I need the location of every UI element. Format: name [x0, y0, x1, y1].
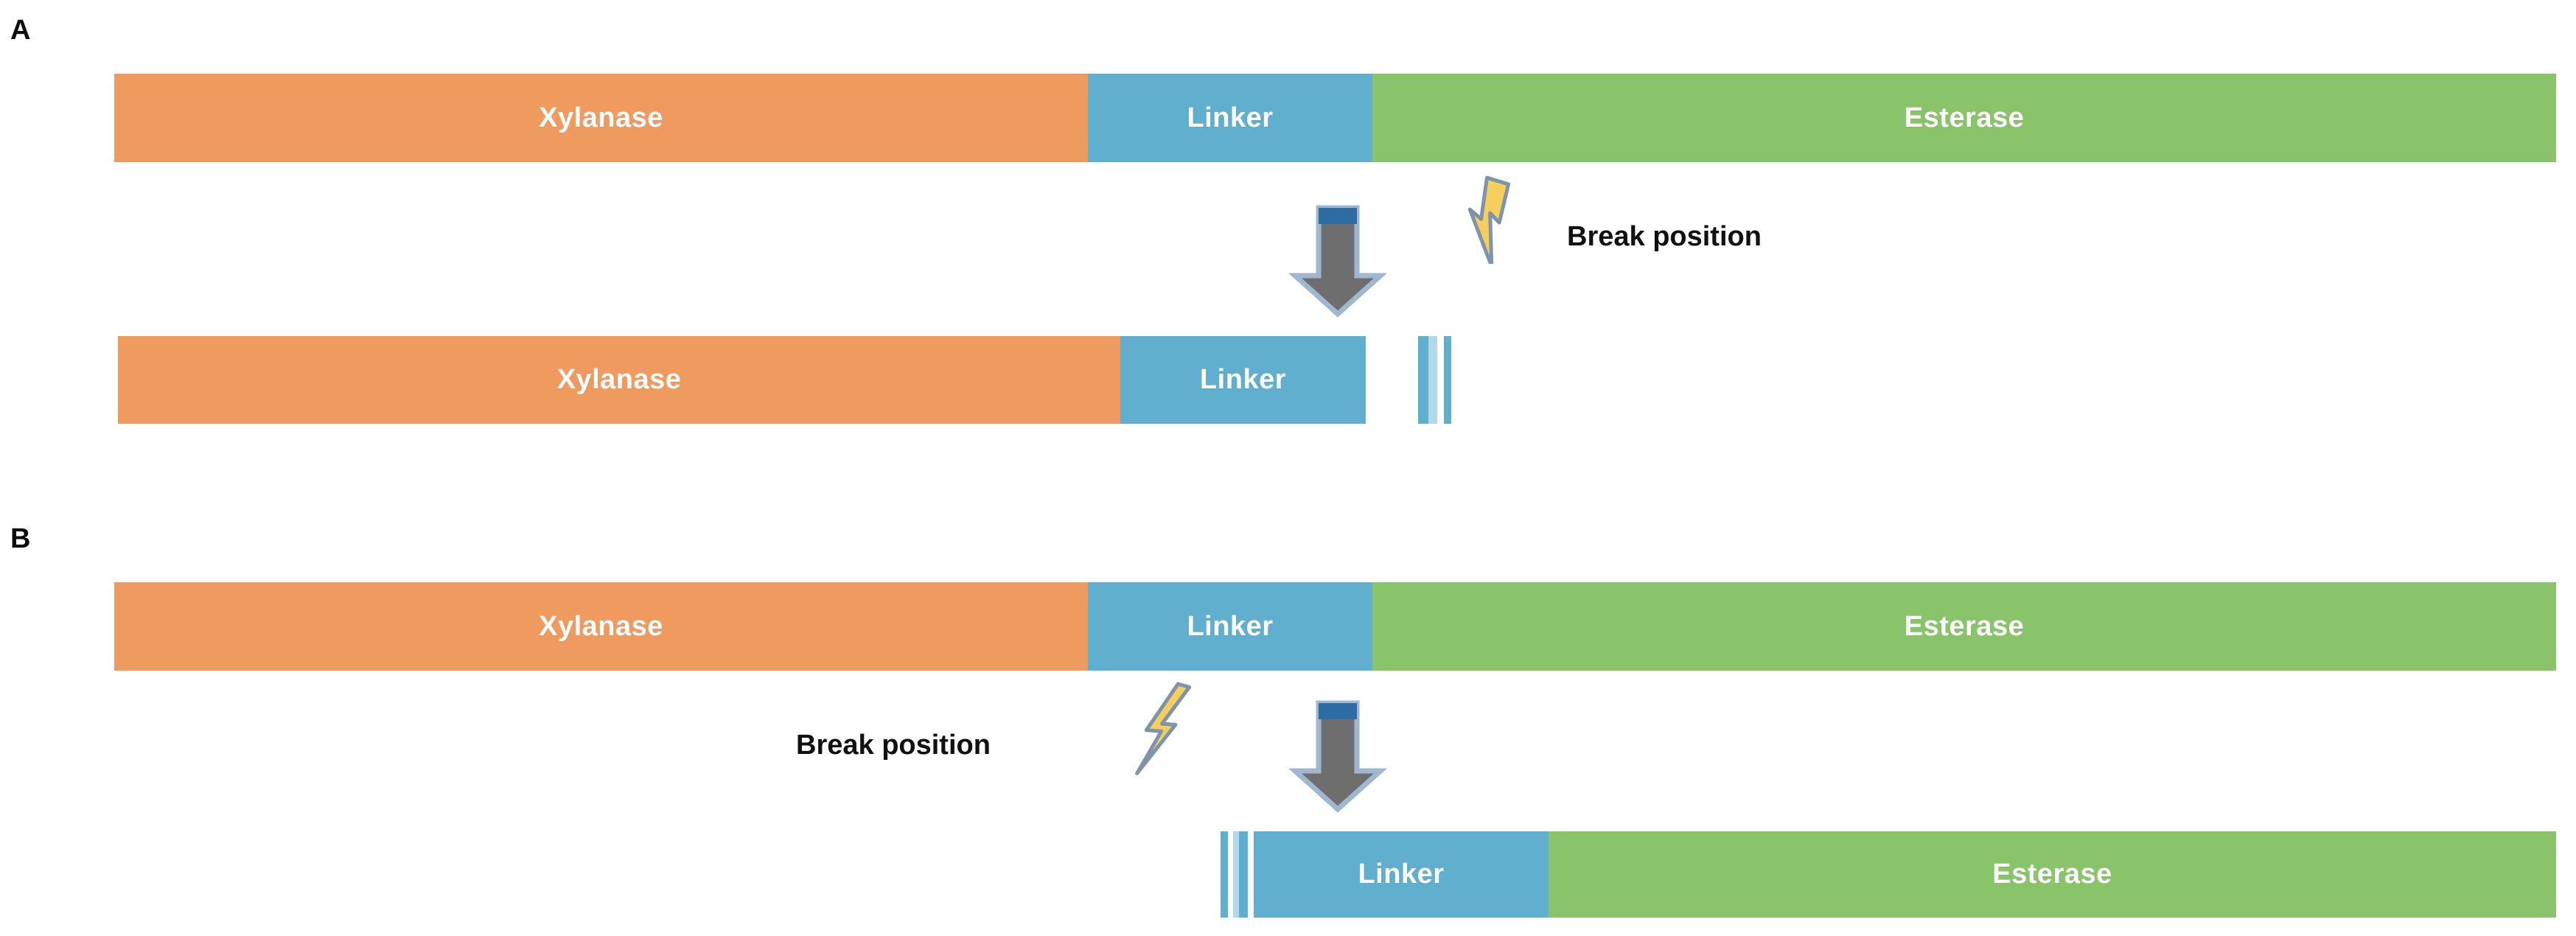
panel-a-full-construct: Xylanase Linker Esterase — [114, 74, 2556, 162]
panel-letter-a: A — [10, 15, 31, 46]
truncation-mark — [1239, 831, 1248, 918]
lightning-bolt-icon — [1467, 175, 1511, 264]
segment-linker-label: Linker — [1187, 102, 1274, 133]
lightning-bolt-icon — [1135, 682, 1192, 775]
panel-a-product-construct: Xylanase Linker — [118, 336, 1366, 424]
truncation-mark — [1418, 336, 1428, 424]
segment-xylanase: Xylanase — [114, 582, 1088, 671]
down-arrow-icon — [1288, 205, 1388, 317]
segment-esterase-label: Esterase — [1904, 610, 2025, 642]
segment-linker: Linker — [1254, 831, 1549, 918]
segment-esterase-label: Esterase — [1992, 859, 2112, 890]
segment-linker: Linker — [1088, 582, 1372, 671]
segment-xylanase: Xylanase — [118, 336, 1120, 424]
segment-esterase: Esterase — [1372, 582, 2556, 671]
segment-linker-label: Linker — [1199, 364, 1287, 395]
segment-xylanase-label: Xylanase — [539, 102, 663, 133]
truncation-mark — [1233, 831, 1239, 918]
break-position-label-a: Break position — [1567, 221, 1762, 252]
panel-letter-b: B — [10, 523, 31, 554]
segment-xylanase-label: Xylanase — [539, 610, 663, 642]
panel-b-product-construct: Linker Esterase — [1254, 831, 2556, 918]
segment-esterase-label: Esterase — [1904, 102, 2025, 133]
break-position-label-b: Break position — [796, 730, 991, 761]
truncation-mark — [1444, 336, 1451, 424]
panel-b-full-construct: Xylanase Linker Esterase — [114, 582, 2556, 671]
truncation-mark — [1221, 831, 1228, 918]
segment-linker: Linker — [1120, 336, 1366, 424]
segment-linker-label: Linker — [1187, 610, 1274, 642]
segment-esterase: Esterase — [1549, 831, 2556, 918]
segment-esterase: Esterase — [1372, 74, 2556, 162]
down-arrow-icon — [1288, 700, 1388, 812]
truncation-mark — [1428, 336, 1437, 424]
segment-linker-label: Linker — [1358, 859, 1445, 890]
segment-xylanase: Xylanase — [114, 74, 1088, 162]
segment-xylanase-label: Xylanase — [556, 364, 682, 395]
segment-linker: Linker — [1088, 74, 1372, 162]
